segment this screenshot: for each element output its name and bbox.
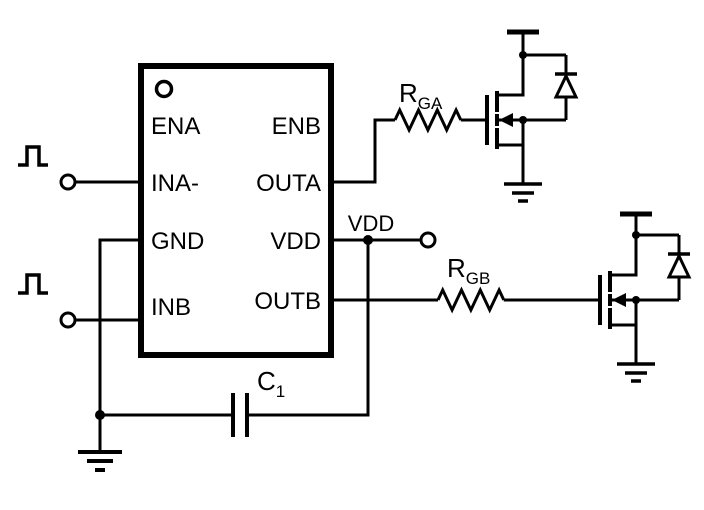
vdd-section: VDD: [331, 211, 437, 249]
pin-label-outb: OUTB: [254, 288, 321, 315]
input-terminal-inb: [59, 311, 77, 329]
pin-label-ina: INA-: [151, 170, 199, 197]
channel-a: RGA: [331, 29, 579, 203]
body-diode-a: [523, 53, 579, 120]
pin-label-inb: INB: [151, 294, 191, 321]
resistor-rgb-label: RGB: [447, 253, 490, 288]
ground-bypass-section: C1: [78, 238, 370, 472]
mosfet-a: [485, 29, 579, 203]
resistor-rgb: [436, 286, 506, 314]
vdd-net-label: VDD: [348, 211, 394, 236]
ground-symbol-a: [504, 182, 542, 203]
pulse-input-b-icon: [18, 273, 48, 295]
junction-dot: [519, 51, 527, 59]
pin-label-outa: OUTA: [256, 170, 321, 197]
junction-dot-vdd: [363, 235, 373, 245]
capacitor-c1-label: C1: [257, 366, 285, 401]
wire-gnd: [98, 238, 141, 452]
mosfet-b-source: [610, 323, 638, 363]
wire-outa: [331, 118, 395, 184]
channel-b: RGB: [331, 211, 692, 383]
mosfet-b: [598, 211, 692, 383]
ground-symbol-main: [78, 450, 122, 472]
pin1-indicator-icon: [154, 79, 174, 99]
input-terminal-ina: [59, 173, 77, 191]
pin-label-vdd: VDD: [270, 228, 321, 255]
resistor-rga: [393, 106, 463, 134]
mosfet-b-body-arrow-icon: [612, 293, 626, 307]
ground-symbol-b: [617, 362, 655, 383]
pulse-input-a-icon: [18, 145, 48, 167]
mosfet-a-source: [497, 143, 525, 183]
pin-label-enb: ENB: [272, 113, 321, 140]
mosfet-a-body-arrow-icon: [499, 113, 513, 127]
pin-label-gnd: GND: [151, 228, 204, 255]
junction-dot: [632, 231, 640, 239]
diode-b-triangle: [666, 252, 692, 279]
ic-outline: [138, 63, 334, 358]
mosfet-b-drain: [610, 214, 638, 277]
vdd-terminal: [419, 231, 437, 249]
gate-driver-ic: ENA INA- GND INB ENB OUTA VDD OUTB: [138, 63, 334, 358]
junction-dot: [632, 296, 640, 304]
mosfet-a-drain: [497, 32, 525, 97]
body-diode-b: [636, 233, 692, 300]
pin-label-ena: ENA: [151, 113, 200, 140]
input-section: [18, 145, 141, 329]
junction-dot-gnd: [95, 410, 105, 420]
resistor-rga-label: RGA: [399, 78, 443, 113]
junction-dot: [519, 116, 527, 124]
wire-c1-to-vdd: [247, 240, 370, 417]
diode-a-triangle: [553, 72, 579, 99]
